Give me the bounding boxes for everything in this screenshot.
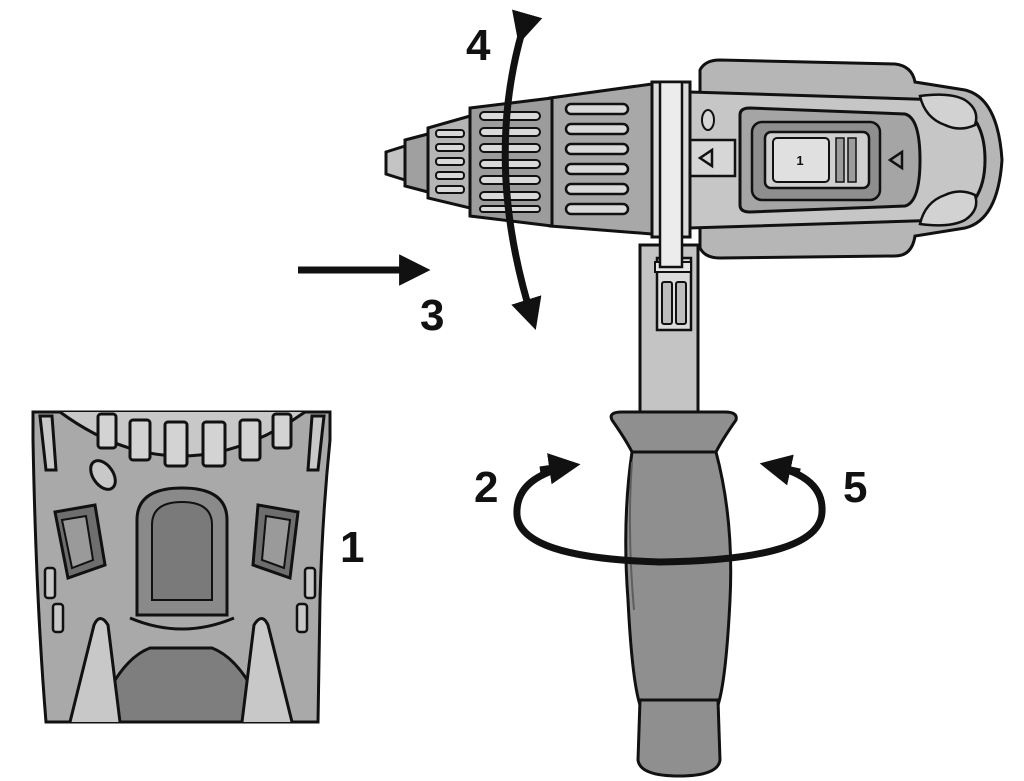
grip-rotation-ellipse	[513, 462, 826, 566]
side-clip-left	[53, 503, 107, 580]
switch-label: 1	[796, 153, 803, 168]
arrow-indicator-right	[887, 149, 904, 171]
label-4: 4	[466, 21, 491, 70]
side-handle	[609, 243, 738, 778]
side-clip-right	[251, 503, 300, 581]
step-labels: 1 2 3 4 5	[340, 21, 867, 572]
chuck-rear-ribs	[564, 102, 630, 216]
label-1: 1	[340, 523, 364, 572]
drill-body: 1	[384, 58, 1004, 269]
rotate-right-arrow	[759, 454, 801, 486]
collar-ribs	[96, 412, 293, 468]
arrow-indicator-left	[697, 147, 714, 169]
label-2: 2	[474, 463, 498, 512]
rotate-left-arrow	[539, 453, 581, 485]
label-5: 5	[843, 463, 867, 512]
direction-switch: 1	[763, 130, 871, 190]
collar-closeup-inset	[31, 410, 332, 724]
chuck-rotation-arrow	[501, 9, 543, 331]
arrows	[298, 9, 826, 566]
label-3: 3	[420, 291, 444, 340]
